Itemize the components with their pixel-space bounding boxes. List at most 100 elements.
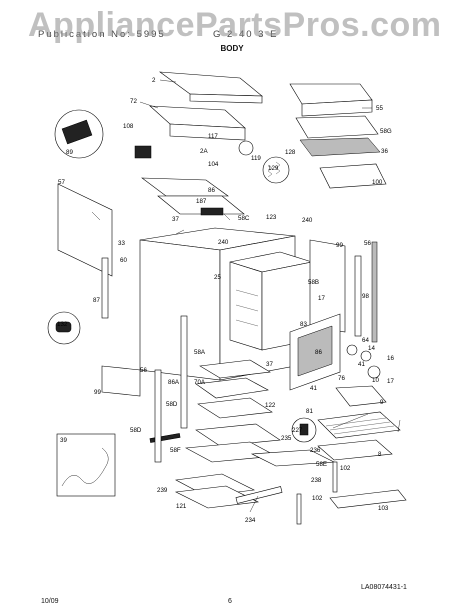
oven-cavity-left (229, 261, 263, 351)
latch-bracket-108 (134, 145, 152, 159)
leader-line (249, 495, 259, 513)
door-glass (297, 325, 333, 377)
rear-cover-front (301, 99, 373, 117)
callout-83: 83 (300, 321, 307, 328)
model-line: G 2 40 3 E (213, 29, 279, 40)
leader-line (397, 419, 401, 433)
broiler-pan-76 (335, 385, 387, 407)
watermark: AppliancePartsPros.com (28, 6, 442, 44)
callout-102: 102 (340, 465, 351, 472)
top-panel-side (189, 93, 263, 104)
bottom-trim-panel (319, 163, 387, 189)
callout-58F: 58F (170, 447, 181, 454)
callout-104: 104 (208, 161, 219, 168)
callout-10: 10 (372, 377, 379, 384)
header: Publication No: 5995 G 2 40 3 E Applianc… (0, 0, 464, 53)
drawer-insert-25 (199, 359, 271, 379)
callout-240: 240 (302, 217, 313, 224)
footer-page-number: 6 (228, 598, 232, 605)
callout-123: 123 (266, 214, 277, 221)
spring-128 (267, 161, 281, 178)
callout-86b: 86 (315, 349, 322, 356)
callout-64: 64 (362, 337, 369, 344)
callout-121: 121 (176, 503, 187, 510)
right-side-panel-99 (309, 239, 346, 333)
callout-240b: 240 (218, 239, 229, 246)
callout-238: 238 (311, 477, 322, 484)
latch-motor (61, 119, 93, 145)
switch-part (299, 423, 309, 436)
detail-circle-128 (262, 156, 290, 184)
leader-line (91, 211, 101, 221)
leader-line (159, 79, 177, 83)
callout-108: 108 (123, 123, 134, 130)
knob-16 (360, 350, 372, 362)
vertical-trim-58D (180, 315, 188, 429)
oven-rack-6 (317, 411, 401, 439)
callout-37b: 37 (266, 361, 273, 368)
callout-25: 25 (214, 274, 221, 281)
vertical-trim-56 (154, 369, 162, 463)
callout-2: 2 (152, 77, 156, 84)
callout-187: 187 (196, 198, 207, 205)
cavity-rack-guide (235, 319, 259, 327)
callout-56b: 56 (140, 367, 147, 374)
callout-128: 128 (285, 149, 296, 156)
callout-33: 33 (118, 240, 125, 247)
leader-line (139, 101, 159, 109)
callout-57: 57 (58, 179, 65, 186)
leader-line (175, 229, 185, 235)
callout-86A: 86A (168, 379, 180, 386)
callout-8: 8 (378, 451, 382, 458)
drawer-70A (195, 377, 269, 399)
callout-56: 56 (364, 240, 371, 247)
callout-17: 17 (318, 295, 325, 302)
callout-122: 122 (265, 402, 276, 409)
callout-102b: 102 (312, 495, 323, 502)
toe-kick-103 (329, 489, 407, 509)
callout-236: 236 (310, 447, 321, 454)
figure-reference: LA08074431-1 (361, 584, 407, 591)
callout-41b: 41 (310, 385, 317, 392)
callout-117: 117 (208, 133, 218, 140)
callout-72: 72 (130, 98, 137, 105)
callout-14: 14 (368, 345, 375, 352)
callout-2A: 2A (200, 148, 208, 155)
knob-10 (367, 365, 381, 379)
section-title: BODY (220, 44, 244, 53)
top-bracket (149, 105, 246, 129)
callout-87: 87 (93, 297, 100, 304)
vent-panel (295, 115, 379, 139)
left-side-panel (57, 183, 113, 277)
top-bracket-front (169, 123, 246, 141)
knob-64 (346, 344, 358, 356)
cavity-rack-guide (235, 289, 259, 297)
vent-tray-187 (200, 207, 224, 216)
callout-58D: 58D (166, 401, 178, 408)
callout-76: 76 (338, 375, 345, 382)
drawer-235 (195, 423, 281, 447)
latch-plate-104 (141, 177, 229, 197)
callout-16: 16 (387, 355, 394, 362)
wire-harness-39-box (56, 433, 116, 497)
side-trim-56 (371, 241, 378, 343)
rack-wires (325, 417, 395, 435)
callout-99b: 99 (94, 389, 101, 396)
publication-line: Publication No: 5995 (38, 29, 166, 40)
callout-132: 132 (57, 321, 68, 328)
callout-9: 9 (380, 399, 384, 406)
bottom-tray-8 (317, 439, 393, 461)
outer-body-left (139, 239, 221, 381)
callout-37: 37 (172, 216, 179, 223)
callout-39: 39 (60, 437, 67, 444)
callout-98: 98 (362, 293, 369, 300)
switch-119 (238, 140, 254, 156)
callout-58D-lower: 58D (130, 427, 142, 434)
callout-36: 36 (381, 148, 388, 155)
leader-line (223, 213, 231, 221)
callout-86: 86 (208, 187, 215, 194)
callout-239: 239 (157, 487, 168, 494)
bottom-strip-234 (235, 486, 283, 504)
vent-grille (299, 137, 381, 157)
callout-119: 119 (251, 155, 261, 162)
